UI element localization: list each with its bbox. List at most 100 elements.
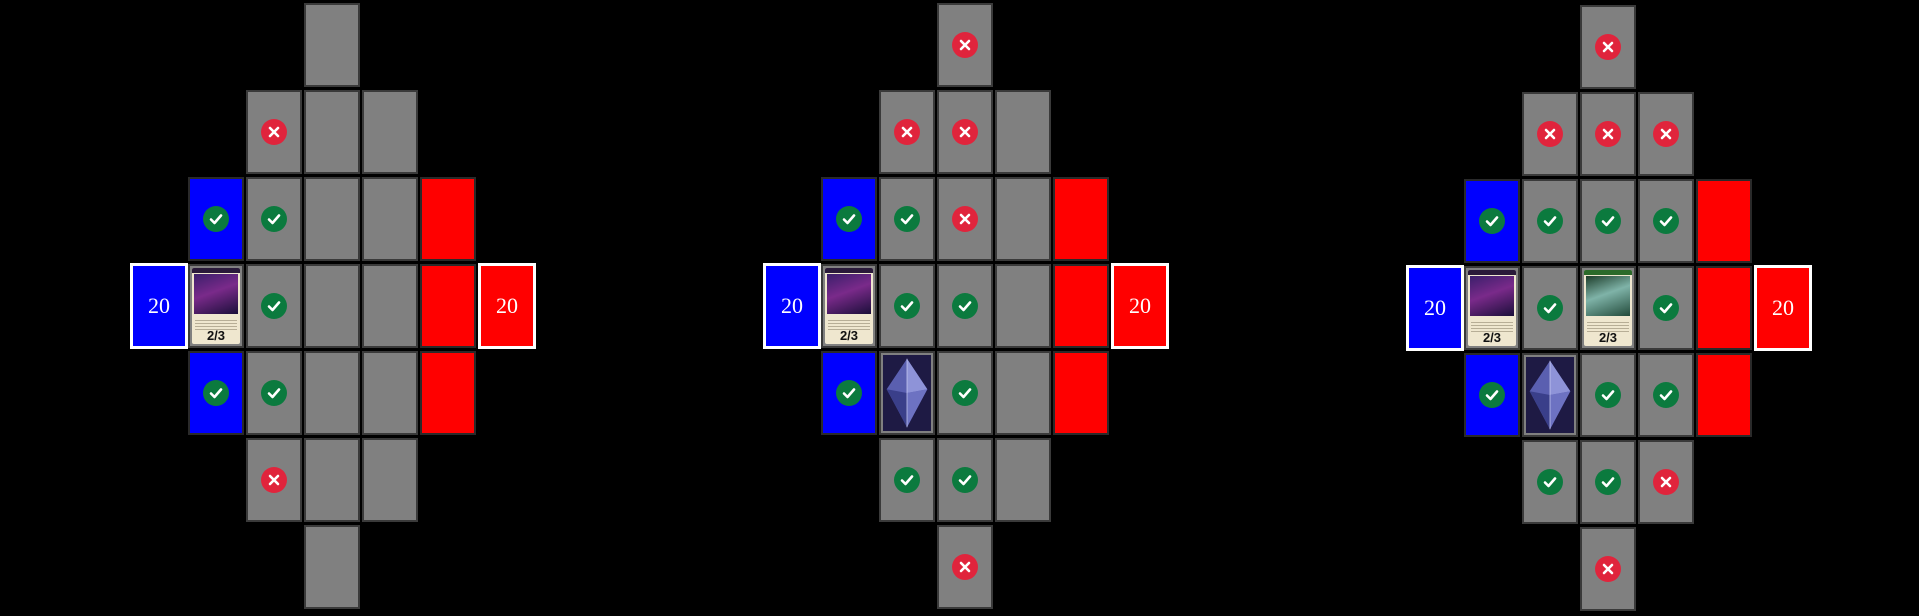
board-cell[interactable]: [362, 438, 418, 522]
card-stats: 2/3: [206, 328, 226, 343]
creature-card-purple[interactable]: 2/3: [1468, 270, 1516, 346]
blue-player-zone[interactable]: [821, 177, 877, 261]
board-cell[interactable]: 2/3: [188, 264, 244, 348]
blue-player-zone[interactable]: [821, 351, 877, 435]
board-cell[interactable]: [1580, 440, 1636, 524]
board-cell[interactable]: [246, 351, 302, 435]
check-icon: [894, 467, 920, 493]
board-cell[interactable]: [246, 264, 302, 348]
board-cell[interactable]: [1522, 440, 1578, 524]
red-player-zone[interactable]: [420, 177, 476, 261]
check-icon: [261, 293, 287, 319]
board-cell[interactable]: [937, 177, 993, 261]
blue-player-zone[interactable]: [1464, 353, 1520, 437]
board-cell[interactable]: [1638, 92, 1694, 176]
board-cell[interactable]: [879, 177, 935, 261]
board-cell[interactable]: [1522, 353, 1578, 437]
crystal-card[interactable]: [883, 355, 931, 431]
board-cell[interactable]: [1522, 179, 1578, 263]
blue-life-counter: 20: [1406, 265, 1464, 351]
blue-player-zone[interactable]: [1464, 179, 1520, 263]
red-player-zone[interactable]: [1053, 351, 1109, 435]
blue-player-zone[interactable]: [188, 351, 244, 435]
cross-icon: [1595, 34, 1621, 60]
red-player-zone[interactable]: [420, 351, 476, 435]
check-icon: [1537, 295, 1563, 321]
board-cell[interactable]: [995, 90, 1051, 174]
board-cell[interactable]: [937, 3, 993, 87]
cross-icon: [952, 206, 978, 232]
board-cell[interactable]: [1638, 353, 1694, 437]
check-icon: [836, 206, 862, 232]
creature-card-green[interactable]: 2/3: [1584, 270, 1632, 346]
check-icon: [1595, 469, 1621, 495]
board-cell[interactable]: [246, 90, 302, 174]
red-player-zone[interactable]: [1696, 266, 1752, 350]
blue-life-counter: 20: [130, 263, 188, 349]
board-cell[interactable]: [879, 438, 935, 522]
board-cell[interactable]: [937, 90, 993, 174]
board-cell[interactable]: [1580, 179, 1636, 263]
board-cell[interactable]: [304, 351, 360, 435]
board-cell[interactable]: [1580, 353, 1636, 437]
cross-icon: [1595, 556, 1621, 582]
board-cell[interactable]: [1522, 266, 1578, 350]
board-cell[interactable]: [304, 177, 360, 261]
check-icon: [1479, 208, 1505, 234]
card-stats: 2/3: [1482, 330, 1502, 345]
creature-card-purple[interactable]: 2/3: [192, 268, 240, 344]
board-cell[interactable]: [246, 177, 302, 261]
blue-life-counter: 20: [763, 263, 821, 349]
board-cell[interactable]: [879, 351, 935, 435]
board-cell[interactable]: [995, 351, 1051, 435]
board-cell[interactable]: [937, 351, 993, 435]
red-player-zone[interactable]: [420, 264, 476, 348]
blue-player-zone[interactable]: [188, 177, 244, 261]
board-cell[interactable]: [1638, 266, 1694, 350]
board-cell[interactable]: [304, 438, 360, 522]
board-cell[interactable]: [1580, 527, 1636, 611]
board-cell[interactable]: 2/3: [1580, 266, 1636, 350]
board-cell[interactable]: [304, 3, 360, 87]
board-cell[interactable]: [995, 264, 1051, 348]
red-player-zone[interactable]: [1053, 264, 1109, 348]
board-cell[interactable]: [879, 90, 935, 174]
red-player-zone[interactable]: [1696, 179, 1752, 263]
creature-card-purple[interactable]: 2/3: [825, 268, 873, 344]
card-stats: 2/3: [1598, 330, 1618, 345]
board-cell[interactable]: [362, 177, 418, 261]
board-cell[interactable]: [937, 264, 993, 348]
board-cell[interactable]: 2/3: [1464, 266, 1520, 350]
board-cell[interactable]: [362, 90, 418, 174]
board-cell[interactable]: [1580, 92, 1636, 176]
board-cell[interactable]: [937, 525, 993, 609]
board-cell[interactable]: [362, 351, 418, 435]
board-cell[interactable]: [304, 264, 360, 348]
crystal-card[interactable]: [1526, 357, 1574, 433]
red-life-counter: 20: [478, 263, 536, 349]
board-cell[interactable]: [1638, 179, 1694, 263]
red-player-zone[interactable]: [1696, 353, 1752, 437]
board-cell[interactable]: [1522, 92, 1578, 176]
board-cell[interactable]: [304, 90, 360, 174]
board-cell[interactable]: 2/3: [821, 264, 877, 348]
red-life-counter: 20: [1754, 265, 1812, 351]
board-cell[interactable]: [995, 177, 1051, 261]
check-icon: [894, 293, 920, 319]
check-icon: [1595, 208, 1621, 234]
game-board-3: 20 20 2/3 2/3: [1406, 0, 1826, 616]
board-cell[interactable]: [1580, 5, 1636, 89]
check-icon: [1595, 382, 1621, 408]
red-player-zone[interactable]: [1053, 177, 1109, 261]
board-cell[interactable]: [937, 438, 993, 522]
check-icon: [952, 467, 978, 493]
board-cell[interactable]: [1638, 440, 1694, 524]
board-cell[interactable]: [879, 264, 935, 348]
check-icon: [894, 206, 920, 232]
board-cell[interactable]: [362, 264, 418, 348]
board-cell[interactable]: [304, 525, 360, 609]
check-icon: [203, 380, 229, 406]
board-cell[interactable]: [995, 438, 1051, 522]
board-cell[interactable]: [246, 438, 302, 522]
